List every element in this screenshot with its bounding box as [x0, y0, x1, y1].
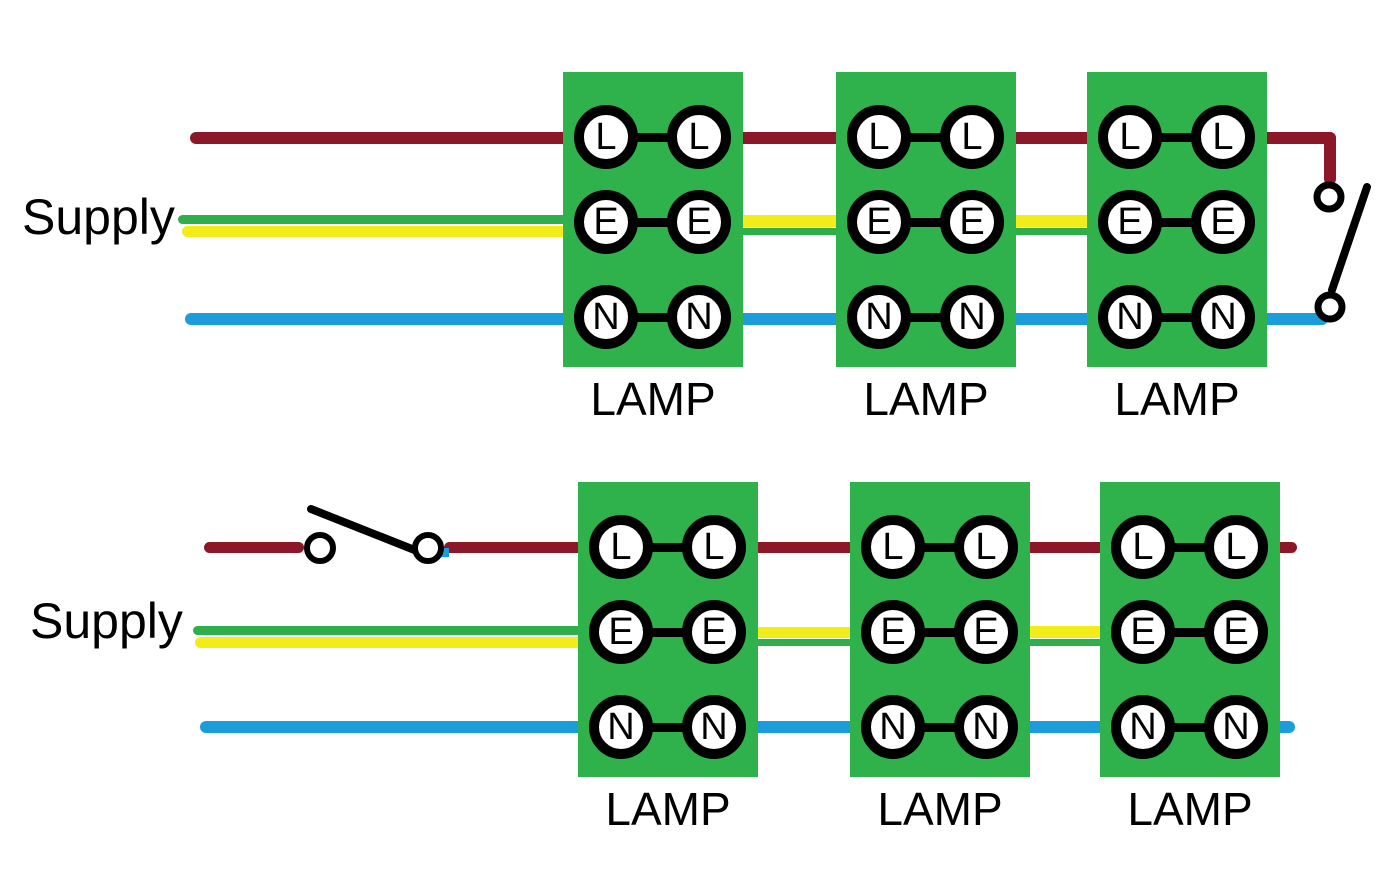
terminal-link-bar: [1130, 313, 1223, 322]
terminal-N-right: N: [954, 695, 1018, 759]
terminal-link-bar: [621, 723, 714, 732]
switch-contact-icon: [1314, 291, 1346, 323]
supply-label: Supply: [30, 593, 183, 649]
terminal-link-bar: [893, 543, 986, 552]
terminal-E-right: E: [667, 190, 731, 254]
earth-link-yellow: [716, 215, 860, 227]
terminal-link-bar: [1130, 218, 1223, 227]
lamp-unit: L L E E N N LAMP: [1087, 72, 1267, 425]
terminal-link-bar: [893, 628, 986, 637]
earth-link-green: [730, 639, 875, 646]
earth-link-yellow: [986, 215, 1120, 227]
earth-wire-yellow: [195, 637, 615, 648]
terminal-L-left: L: [589, 515, 653, 579]
lamp-unit: L L E E N N LAMP: [836, 72, 1016, 425]
terminal-N-left: N: [1098, 285, 1162, 349]
earth-link-green: [986, 228, 1120, 235]
terminal-N-left: N: [574, 285, 638, 349]
terminal-L-left: L: [1098, 105, 1162, 169]
lamp-unit: L L E E N N LAMP: [563, 72, 743, 425]
terminal-link-bar: [1143, 628, 1236, 637]
lamp-label: LAMP: [877, 783, 1003, 835]
terminal-N-right: N: [1191, 285, 1255, 349]
terminal-N-left: N: [847, 285, 911, 349]
terminal-N-left: N: [589, 695, 653, 759]
terminal-N-left: N: [861, 695, 925, 759]
terminal-N-right: N: [940, 285, 1004, 349]
lamp-label: LAMP: [1114, 373, 1240, 425]
terminal-link-bar: [1143, 543, 1236, 552]
terminal-L-right: L: [1191, 105, 1255, 169]
terminal-N-right: N: [667, 285, 731, 349]
switch-lever-icon: [1328, 183, 1371, 294]
terminal-L-right: L: [682, 515, 746, 579]
switch-icon: [1313, 181, 1371, 323]
terminal-link-bar: [893, 723, 986, 732]
terminal-E-right: E: [1191, 190, 1255, 254]
terminal-N-right: N: [1204, 695, 1268, 759]
lamp-label: LAMP: [863, 373, 989, 425]
terminal-E-right: E: [940, 190, 1004, 254]
terminal-E-left: E: [1111, 600, 1175, 664]
terminal-E-right: E: [682, 600, 746, 664]
terminal-L-left: L: [1111, 515, 1175, 579]
terminal-E-left: E: [1098, 190, 1162, 254]
terminal-link-bar: [1130, 133, 1223, 142]
terminal-E-left: E: [861, 600, 925, 664]
terminal-E-right: E: [954, 600, 1018, 664]
lamp-unit: L L E E N N LAMP: [850, 482, 1030, 835]
earth-link-green: [1000, 639, 1125, 646]
lamp-unit: L L E E N N LAMP: [578, 482, 758, 835]
lamp-label: LAMP: [1127, 783, 1253, 835]
terminal-L-right: L: [940, 105, 1004, 169]
earth-link-yellow: [1000, 626, 1125, 638]
terminal-link-bar: [621, 543, 714, 552]
live-wire-drop: [1324, 132, 1336, 185]
terminal-E-left: E: [574, 190, 638, 254]
earth-wire-yellow: [182, 226, 600, 237]
terminal-L-left: L: [574, 105, 638, 169]
terminal-link-bar: [606, 133, 699, 142]
earth-link-yellow: [730, 627, 875, 638]
supply-label: Supply: [22, 189, 175, 245]
terminal-link-bar: [606, 218, 699, 227]
terminal-link-bar: [1143, 723, 1236, 732]
terminal-link-bar: [621, 628, 714, 637]
live-wire-run: [190, 132, 1336, 144]
terminal-E-left: E: [589, 600, 653, 664]
terminal-link-bar: [879, 133, 972, 142]
switch-contact-icon: [304, 532, 336, 564]
terminal-E-right: E: [1204, 600, 1268, 664]
terminal-link-bar: [879, 218, 972, 227]
terminal-link-bar: [606, 313, 699, 322]
terminal-link-bar: [879, 313, 972, 322]
earth-link-green: [716, 228, 860, 235]
earth-wire-green: [193, 626, 615, 635]
terminal-L-right: L: [954, 515, 1018, 579]
neutral-wire-run: [185, 313, 1328, 325]
live-wire-to-switch: [204, 542, 304, 553]
terminal-N-right: N: [682, 695, 746, 759]
terminal-L-left: L: [861, 515, 925, 579]
switch-contact-icon: [412, 532, 444, 564]
lamp-label: LAMP: [590, 373, 716, 425]
terminal-L-left: L: [847, 105, 911, 169]
lamp-label: LAMP: [605, 783, 731, 835]
terminal-L-right: L: [667, 105, 731, 169]
switch-contact-icon: [1313, 181, 1345, 213]
earth-wire-green: [178, 215, 600, 224]
switch-lever-icon: [307, 505, 421, 555]
terminal-N-left: N: [1111, 695, 1175, 759]
switch-icon: [304, 505, 449, 564]
lamp-unit: L L E E N N LAMP: [1100, 482, 1280, 835]
terminal-L-right: L: [1204, 515, 1268, 579]
terminal-E-left: E: [847, 190, 911, 254]
switch-contact-dot: [440, 548, 449, 557]
